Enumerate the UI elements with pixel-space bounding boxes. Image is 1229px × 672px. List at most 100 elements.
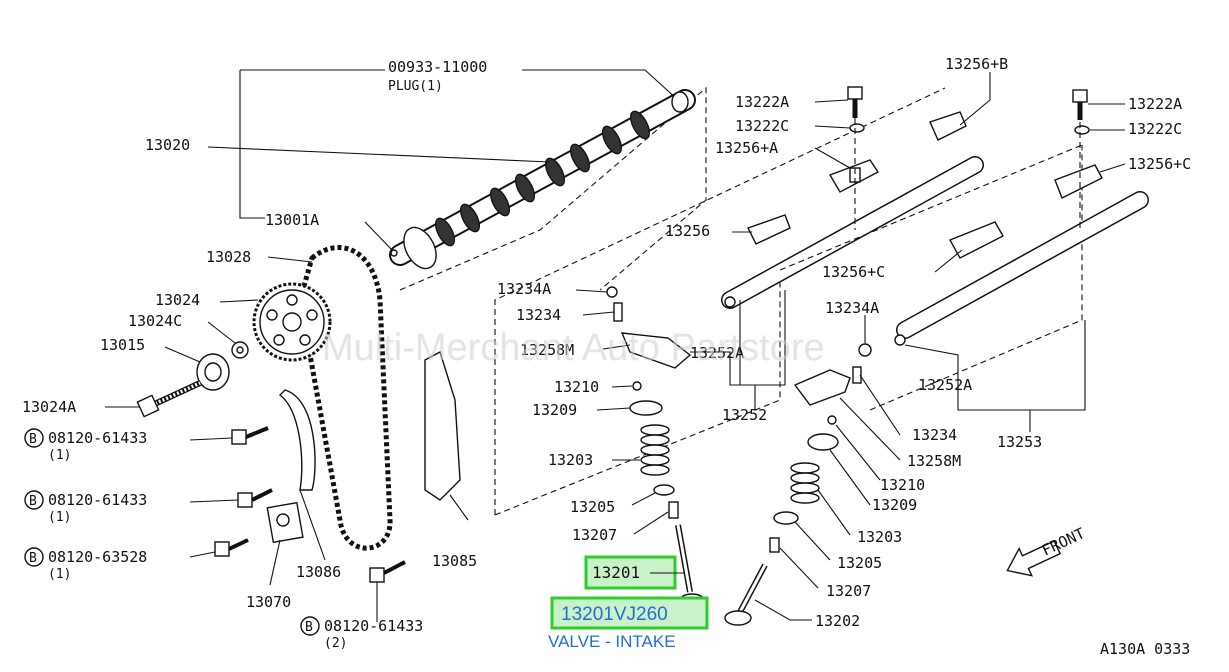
label-13234-1: 13234 (516, 306, 561, 324)
label-13256C-2: 13256+C (822, 263, 885, 281)
leader-13210-1 (611, 385, 633, 388)
highlight-description: VALVE - INTAKE (548, 632, 676, 651)
bolt-1-letter: B (29, 432, 37, 447)
washer-13222C-1[interactable] (849, 123, 865, 133)
leader-13209-1 (596, 407, 631, 411)
label-13222A-1: 13222A (735, 93, 789, 111)
leader-13209-2 (829, 449, 871, 506)
label-bolt-3: 08120-63528 (48, 548, 147, 566)
label-13256C-1: 13256+C (1128, 155, 1191, 173)
valve-seal-13207-2[interactable] (769, 537, 780, 553)
washer-13222C-2[interactable] (1074, 125, 1090, 135)
chain-tensioner-13070[interactable] (266, 501, 304, 544)
camshaft[interactable] (389, 89, 696, 274)
dowel-pin-13001A[interactable] (390, 249, 398, 257)
spring-retainer-13209-1[interactable] (629, 400, 663, 416)
leader-13234-1 (582, 311, 615, 316)
adjust-screw-13234-2[interactable] (852, 366, 862, 384)
nut-13234A-2[interactable] (858, 343, 872, 357)
adjust-screw-13234-1[interactable] (613, 302, 623, 322)
leader-13205-2 (794, 521, 831, 561)
nut-13234A-1[interactable] (606, 286, 618, 298)
cam-sprocket-13024[interactable] (252, 282, 332, 362)
label-bolt-2: 08120-61433 (48, 491, 147, 509)
rocker-arm-13258M-1[interactable] (620, 332, 692, 369)
bolt-2-letter: B (29, 494, 37, 509)
rocker-arm-13256[interactable] (747, 214, 791, 245)
valve-spring-13203-1[interactable] (640, 424, 670, 476)
bolt-3-letter: B (29, 551, 37, 566)
rocker-arm-13256B[interactable] (929, 111, 967, 141)
label-13258M-1: 13258M (520, 341, 574, 359)
leader-13001A-bracket (239, 70, 265, 219)
label-13256B: 13256+B (945, 55, 1008, 73)
label-13207-1: 13207 (572, 526, 617, 544)
spring-seat-13205-1[interactable] (653, 484, 675, 496)
highlight-oem-number: 13201VJ260 (561, 604, 668, 625)
leader-13070 (269, 539, 281, 586)
plug-desc-label: PLUG(1) (388, 79, 443, 94)
leader-13001A (364, 221, 393, 251)
rocker-arm-13258M-2[interactable] (793, 369, 851, 406)
oem-number-highlight-box[interactable] (550, 596, 709, 630)
spring-retainer-13209-2[interactable] (807, 433, 839, 451)
rocker-arm-13256C-2[interactable] (949, 221, 1004, 259)
valve-spring-13203-2[interactable] (790, 462, 820, 504)
leader-13256C-1 (1099, 163, 1126, 173)
valve-cotter-13210-1[interactable] (632, 381, 642, 391)
valve-seal-13207-1[interactable] (668, 501, 679, 519)
spring-seat-13205-2[interactable] (773, 511, 799, 525)
bolt-13222A-1[interactable] (847, 86, 863, 118)
label-13207-2: 13207 (826, 582, 871, 600)
timing-chain-13028[interactable] (297, 245, 393, 551)
bolt-3[interactable] (214, 538, 249, 557)
bolt-13222A-2[interactable] (1072, 89, 1088, 120)
plug-13252A-2[interactable] (894, 334, 906, 346)
plug-13252A-1[interactable] (724, 296, 736, 308)
label-13020: 13020 (145, 136, 190, 154)
label-13210-2: 13210 (880, 476, 925, 494)
leader-13207-2 (779, 547, 819, 589)
intake-valve-13201[interactable] (675, 524, 705, 607)
exhaust-valve-13202[interactable] (724, 563, 768, 626)
leader-13258M-1 (602, 344, 631, 350)
leader-13222C-1 (814, 125, 851, 129)
label-13256: 13256 (665, 222, 710, 240)
label-13202: 13202 (815, 612, 860, 630)
bolt-4[interactable] (369, 560, 406, 583)
bolt-2[interactable] (237, 488, 273, 508)
bolt-3-b-icon (24, 547, 44, 567)
chain-guide-13086[interactable] (278, 389, 316, 491)
valve-cotter-13210-2[interactable] (827, 415, 837, 425)
leader-13203-2 (817, 489, 851, 536)
rocker-arm-13256A[interactable] (828, 159, 880, 193)
right-group-dashed-top (779, 144, 1083, 271)
label-13256A: 13256+A (715, 139, 778, 157)
leader-13252-group (690, 290, 786, 386)
label-13222C-2: 13222C (1128, 120, 1182, 138)
label-13024C: 13024C (128, 312, 182, 330)
label-13203-1: 13203 (548, 451, 593, 469)
right-group-dashed-right (869, 145, 1083, 411)
rocker-shaft-13252[interactable] (721, 156, 984, 309)
watermark: Multi-Merchant Auto Partstore (322, 327, 825, 369)
sprocket-bolt-13024A[interactable] (136, 380, 202, 418)
leader-13202 (754, 599, 812, 621)
rocker-shaft-13253[interactable] (896, 191, 1149, 339)
cam-bushing-13015[interactable] (196, 353, 230, 391)
leader-13028 (267, 256, 313, 263)
leader-13258M-2 (839, 397, 901, 461)
label-13028: 13028 (206, 248, 251, 266)
label-bolt-4: 08120-61433 (324, 617, 423, 635)
chain-guide-13085[interactable] (424, 350, 461, 501)
bolt-1[interactable] (231, 426, 269, 445)
label-13253: 13253 (997, 433, 1042, 451)
leader-13234A-1 (575, 289, 608, 293)
label-13252A-1: 13252A (690, 344, 744, 362)
leader-13085 (449, 494, 469, 521)
rocker-arm-13256C-1[interactable] (1054, 164, 1103, 199)
diagram-code: A130A 0333 (1100, 640, 1190, 658)
label-bolt-1-qty: (1) (48, 448, 71, 463)
label-13222A-2: 13222A (1128, 95, 1182, 113)
label-13085: 13085 (432, 552, 477, 570)
